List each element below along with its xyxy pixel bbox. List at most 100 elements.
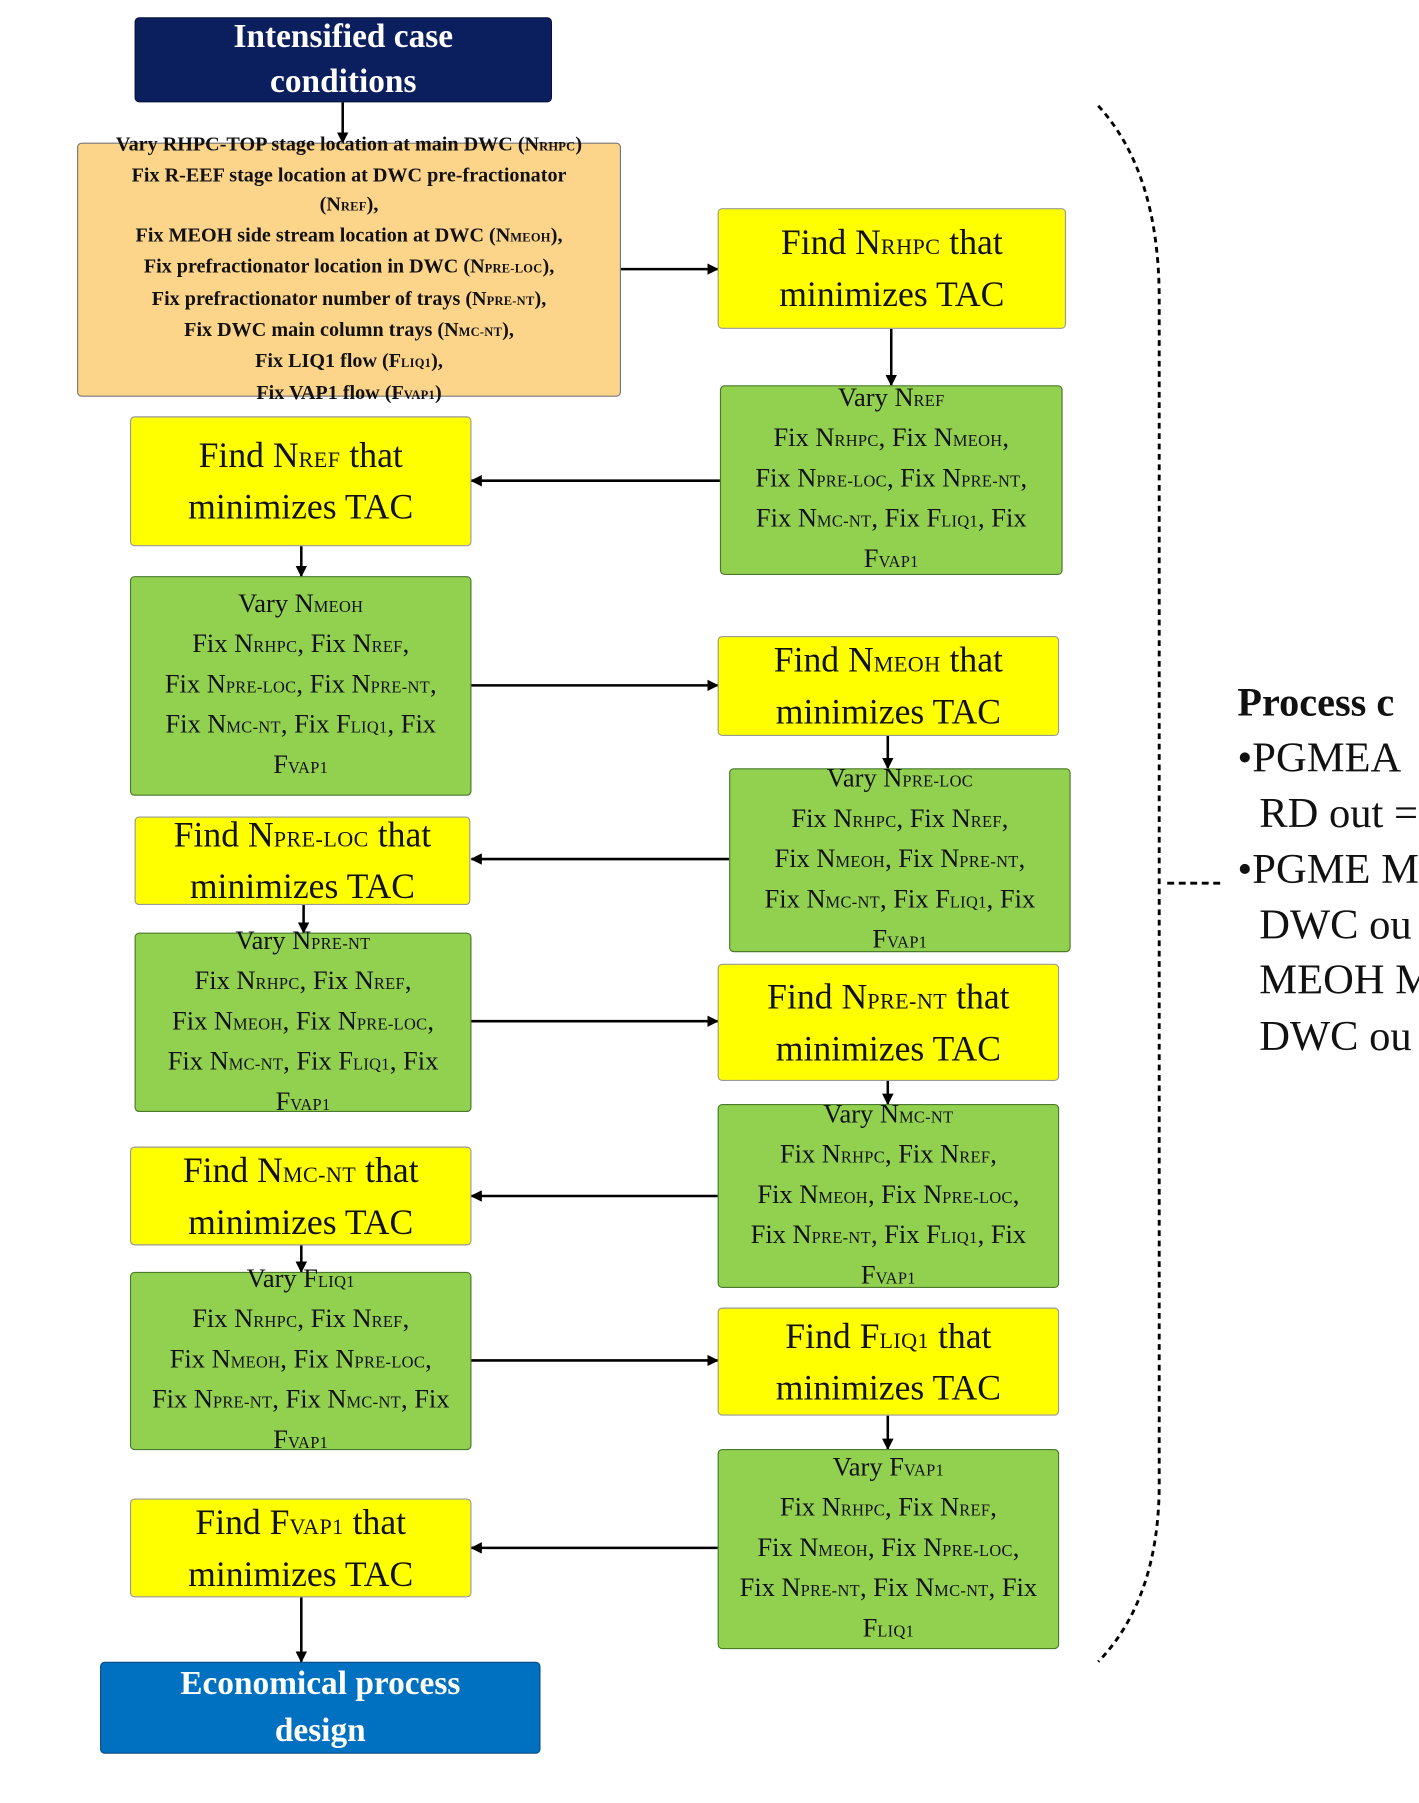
box-text-line: Fix R-EEF stage location at DWC pre-frac… (132, 162, 567, 190)
dotted-bracket (1097, 104, 1161, 1663)
subscript: RHPC (834, 432, 879, 451)
text: Fix N (755, 503, 817, 533)
subscript: VAP1 (875, 1269, 916, 1288)
text: ), (542, 254, 555, 278)
box-text-line: Vary NMC-NT (823, 1095, 953, 1135)
text: , (990, 1492, 997, 1521)
subscript: PRE-LOC (356, 1014, 428, 1034)
subscript: PRE-LOC (225, 678, 297, 697)
text: , Fix N (272, 1384, 347, 1414)
subscript: RHPC (840, 1148, 885, 1167)
box-text-line: Fix NMEOH, Fix NPRE-LOC, (757, 1529, 1019, 1569)
subscript: RHPC (539, 140, 576, 155)
subscript: RHPC (255, 974, 300, 994)
text: Fix N (773, 423, 835, 452)
constraint-line: DWC ou (1259, 901, 1412, 949)
subscript: VAP1 (287, 759, 329, 778)
text: Fix N (169, 1344, 231, 1374)
box-text-line: Fix NRHPC, Fix NREF, (780, 1489, 997, 1529)
text: , (1012, 1532, 1020, 1562)
box-text-line: FVAP1 (273, 746, 328, 786)
box-text-line: (NREF), (320, 189, 379, 220)
box-text-line: Fix NMEOH, Fix NPRE-LOC, (757, 1176, 1019, 1216)
text: , Fix F (283, 1045, 353, 1075)
box-text-line: Vary NMEOH (238, 585, 363, 625)
text: Fix N (755, 463, 817, 493)
subscript: PRE-NT (486, 294, 535, 308)
subscript: LIQ1 (352, 1055, 390, 1074)
text: Find N (773, 639, 874, 680)
subscript: REF (959, 1501, 991, 1520)
box-text-line: Fix NMEOH, Fix NPRE-NT, (774, 840, 1025, 880)
subscript: RHPC (253, 1313, 298, 1332)
text: Fix N (750, 1219, 812, 1249)
subscript: MC-NT (346, 1393, 401, 1413)
text: Vary F (246, 1263, 318, 1293)
text: Fix N (791, 803, 853, 833)
text: F (275, 1086, 291, 1115)
text: that (340, 434, 403, 475)
subscript: RHPC (840, 1501, 885, 1520)
box-text-line: Fix NPRE-NT, Fix NMC-NT, Fix (152, 1381, 450, 1421)
subscript: VAP1 (287, 1434, 329, 1453)
text: Fix N (167, 1045, 229, 1075)
box-text-line: Find NMC-NT that (183, 1147, 419, 1199)
subscript: MEOH (510, 231, 551, 246)
constraints-title: Process c (1237, 679, 1395, 725)
text: minimizes TAC (775, 1366, 1001, 1408)
box-text-line: minimizes TAC (188, 1551, 413, 1597)
subscript: MC-NT (898, 1108, 954, 1127)
text: , Fix N (867, 1532, 943, 1562)
text: Fix N (779, 1139, 841, 1168)
text: , Fix N (280, 1344, 355, 1374)
subscript: RHPC (852, 812, 897, 831)
subscript: PRE-NT (959, 852, 1019, 872)
subscript: VAP1 (903, 1461, 945, 1480)
text: , Fix N (867, 1179, 943, 1209)
text: Fix DWC main column trays (N (184, 317, 459, 341)
text: Vary N (823, 1098, 899, 1128)
text: Fix N (779, 1492, 841, 1521)
text: , Fix N (878, 423, 953, 452)
subscript: RHPC (880, 235, 941, 260)
subscript: LIQ1 (940, 1228, 978, 1248)
text: Fix VAP1 flow (F (256, 380, 404, 404)
subscript: MEOH (818, 1188, 868, 1207)
text: F (862, 1612, 878, 1642)
text: , Fix F (880, 883, 950, 913)
text: , Fix N (296, 669, 371, 699)
subscript: PRE-LOC (354, 1353, 426, 1372)
box-text-line: Vary RHPC-TOP stage location at main DWC… (116, 130, 582, 161)
box-text-line: Find NMEOH that (774, 637, 1003, 689)
subscript: RHPC (253, 638, 298, 657)
box-text-line: Vary NPRE-LOC (827, 760, 973, 800)
text: ), (550, 223, 563, 247)
subscript: REF (371, 1313, 403, 1332)
box-text-line: minimizes TAC (776, 689, 1001, 735)
subscript: MC-NT (458, 325, 503, 340)
text: , Fix N (282, 1005, 357, 1035)
box-text-line: minimizes TAC (776, 1364, 1001, 1410)
text: Intensified case (233, 18, 454, 56)
subscript: VAP1 (887, 933, 928, 952)
subscript: REF (340, 199, 367, 214)
box-text-line: Fix NPRE-NT, Fix FLIQ1, Fix (751, 1216, 1027, 1256)
text: minimizes TAC (188, 486, 414, 527)
box-text-line: Fix VAP1 flow (FVAP1) (256, 378, 441, 409)
text: Fix N (757, 1179, 819, 1209)
text: , (425, 1344, 432, 1374)
box-text-line: Intensified case (233, 15, 453, 60)
text: Fix prefractionator number of trays (N (151, 285, 487, 309)
text: Vary F (832, 1451, 904, 1481)
box-text-line: Vary NREF (838, 380, 945, 420)
subscript: MC-NT (226, 718, 281, 738)
box-text-line: Fix NMC-NT, Fix FLIQ1, Fix (165, 706, 436, 746)
subscript: REF (970, 812, 1002, 831)
text: ), (502, 317, 514, 341)
